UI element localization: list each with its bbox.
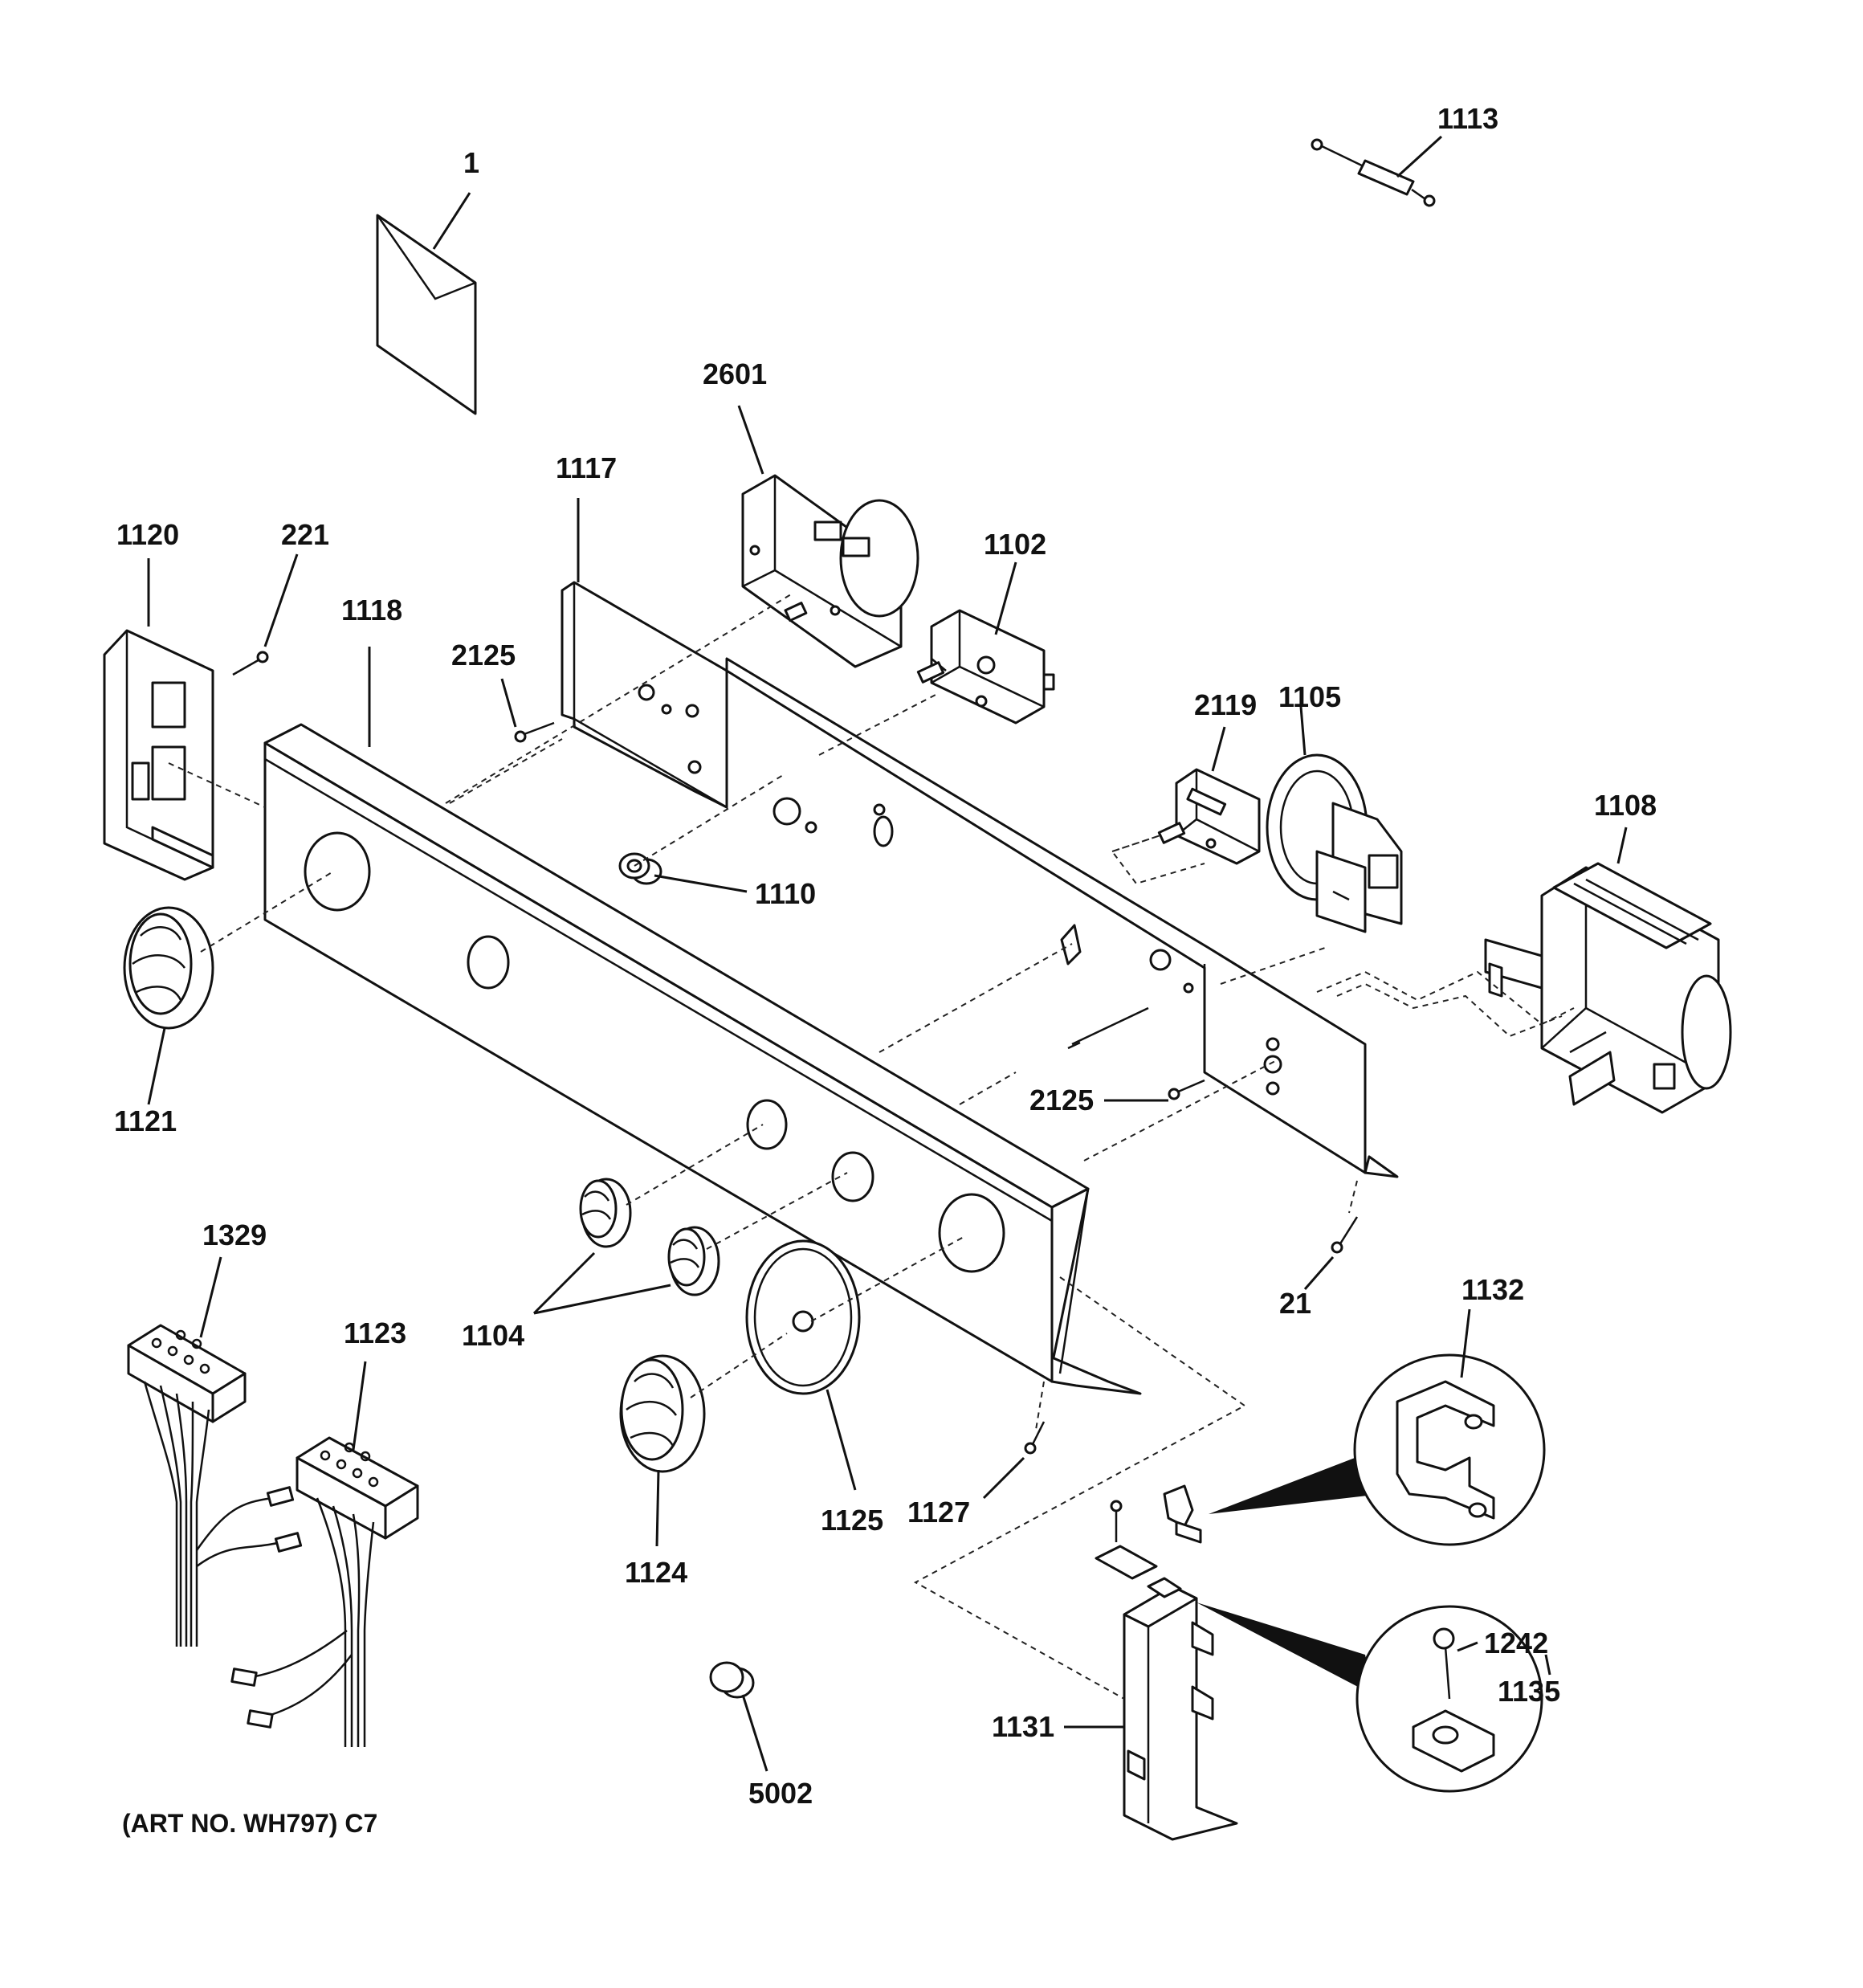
art-number-note: (ART NO. WH797) C7 [122, 1809, 378, 1838]
label-part-1135: 1135 [1498, 1675, 1561, 1708]
switch-part-2119 [1157, 726, 1261, 865]
label-part-1102: 1102 [984, 528, 1047, 561]
motor-part-1108 [1484, 827, 1732, 1114]
label-part-1329: 1329 [202, 1219, 267, 1251]
label-part-1108: 1108 [1594, 789, 1657, 822]
label-part-1121: 1121 [114, 1104, 177, 1137]
clip-part-1132-small [1095, 1454, 1381, 1695]
pressure-switch-part-1105 [1266, 706, 1403, 933]
end-cap-part-1131 [1064, 1585, 1238, 1841]
dial-plate-part-1125 [745, 1239, 861, 1491]
wire-harness-part-1329 [127, 1256, 303, 1647]
screw-part-1127 [982, 1421, 1046, 1500]
thermal-fuse-part-1113 [1311, 135, 1443, 207]
label-part-2601: 2601 [703, 357, 768, 390]
label-part-5002: 5002 [748, 1777, 813, 1810]
label-part-1125: 1125 [821, 1504, 884, 1537]
label-part-1242: 1242 [1484, 1627, 1549, 1659]
bushing-part-1110 [618, 852, 748, 893]
screw-part-21 [1303, 1216, 1359, 1290]
label-part-1132: 1132 [1461, 1273, 1525, 1306]
label-part-1123: 1123 [344, 1316, 407, 1349]
timer-part-2601 [737, 405, 919, 668]
screw-part-2125-lower [1067, 1006, 1205, 1102]
knob-part-1124 [619, 1354, 706, 1547]
label-part-2125-lower: 2125 [1029, 1084, 1095, 1116]
knobs-part-1104 [532, 1178, 720, 1315]
label-part-1110: 1110 [755, 877, 817, 910]
screw-part-221 [232, 553, 299, 676]
control-panel-frame [725, 657, 1399, 1178]
detail-circle-1132 [1353, 1308, 1546, 1546]
bushing-part-5002 [709, 1661, 768, 1772]
label-part-1117: 1117 [556, 451, 618, 484]
label-part-1120: 1120 [116, 518, 180, 551]
label-part-221: 221 [281, 518, 330, 551]
label-part-1131: 1131 [992, 1710, 1055, 1743]
label-part-1127: 1127 [907, 1496, 971, 1529]
label-part-1124: 1124 [625, 1556, 688, 1589]
label-part-2119: 2119 [1194, 688, 1258, 721]
assembly-dashed-lines [168, 594, 1575, 1700]
screw-part-2125-upper [500, 678, 555, 743]
bracket-part-1117 [561, 498, 728, 809]
label-part-1104: 1104 [462, 1319, 525, 1352]
switch-part-1102 [916, 561, 1055, 725]
label-part-21: 21 [1279, 1287, 1312, 1320]
wire-harness-part-1123 [230, 1361, 419, 1747]
knob-part-1121 [123, 906, 214, 1105]
envelope-part-1 [376, 192, 477, 415]
label-part-1105: 1105 [1278, 680, 1342, 713]
end-cap-part-1120 [103, 558, 214, 881]
label-part-1118: 1118 [341, 594, 403, 627]
label-part-1: 1 [463, 146, 480, 179]
console-part-1118 [263, 647, 1142, 1395]
label-part-2125-upper: 2125 [451, 639, 516, 672]
detail-circle-1242-1135 [1355, 1605, 1551, 1793]
label-part-1113: 1113 [1437, 102, 1499, 135]
